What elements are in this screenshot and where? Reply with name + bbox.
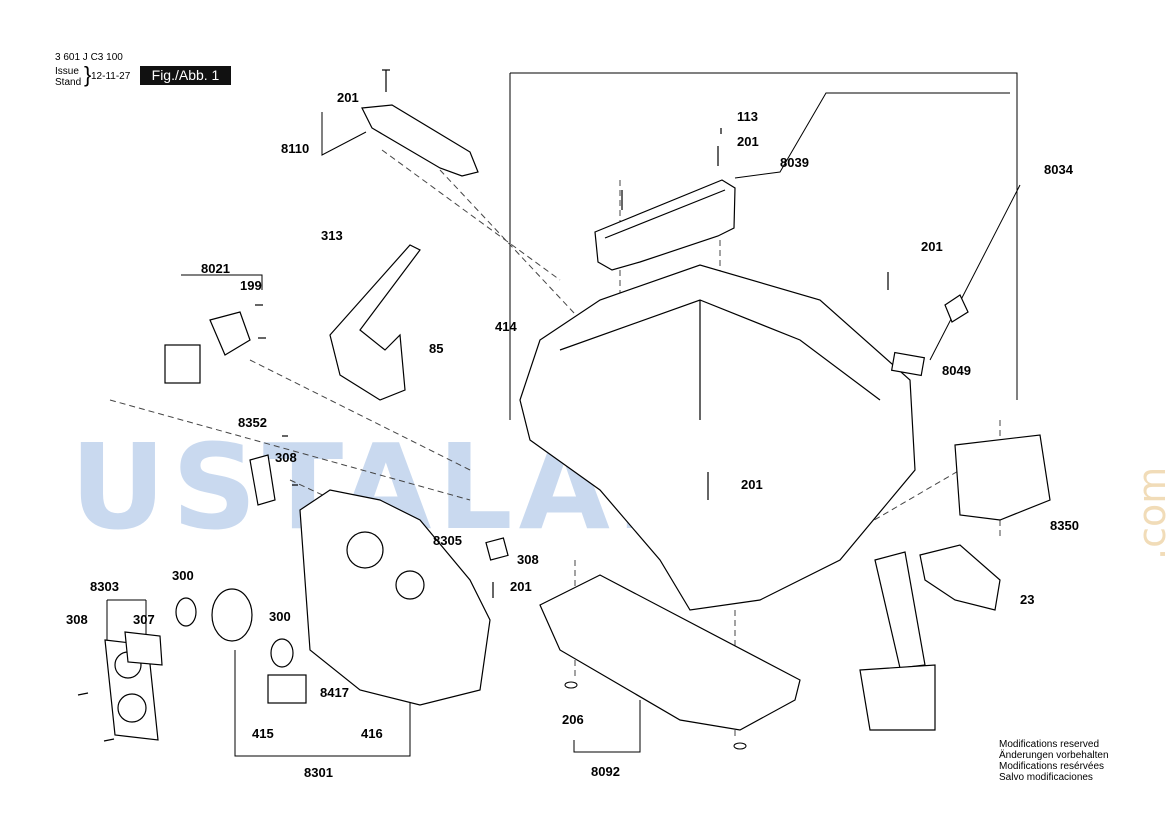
- bracket-8352: [249, 454, 276, 506]
- label-8092: 8092: [591, 764, 620, 779]
- part-8350: [954, 434, 1051, 521]
- leader-8034: [929, 184, 1021, 361]
- label-8110: 8110: [281, 141, 309, 156]
- label-201-c: 201: [921, 239, 943, 254]
- label-8303: 8303: [90, 579, 119, 594]
- label-415: 415: [252, 726, 274, 741]
- note-fr: Modifications resérvées: [999, 761, 1105, 772]
- label-8034: 8034: [1044, 162, 1074, 177]
- plate-307: [124, 631, 163, 666]
- issue-label: Issue: [55, 66, 79, 77]
- leader-8303-bracket: [106, 599, 147, 640]
- issue-date: 12-11-27: [91, 71, 131, 82]
- block-8021: [164, 344, 201, 384]
- leader-8110: [321, 112, 367, 156]
- label-201-e: 201: [510, 579, 532, 594]
- label-416: 416: [361, 726, 383, 741]
- note-it: Salvo modificaciones: [999, 772, 1093, 783]
- label-313: 313: [321, 228, 343, 243]
- knob-416: [211, 588, 253, 642]
- label-113: 113: [737, 109, 758, 124]
- label-8021: 8021: [201, 261, 230, 276]
- label-23: 23: [1020, 592, 1034, 607]
- label-308-c: 308: [66, 612, 88, 627]
- label-8350: 8350: [1050, 518, 1079, 533]
- label-8301: 8301: [304, 765, 333, 780]
- label-206: 206: [562, 712, 584, 727]
- label-8049: [890, 351, 926, 377]
- strap: [874, 551, 926, 669]
- doc-number: 3 601 J C3 100: [55, 52, 123, 63]
- label-8417: 8417: [320, 685, 349, 700]
- hook-85: [329, 244, 421, 401]
- label-199: 199: [240, 278, 262, 293]
- label-300-a: 300: [172, 568, 194, 583]
- label-307: 307: [133, 612, 155, 627]
- label-201-d: 201: [741, 477, 763, 492]
- frame-8034-line: [510, 72, 1018, 400]
- stand-label: Stand: [55, 77, 82, 88]
- leader-8092-bracket: [573, 700, 641, 753]
- label-201-b: 201: [737, 134, 759, 149]
- cap-300-b: [270, 638, 294, 668]
- handle-8110: [361, 104, 479, 177]
- label-8417: [267, 674, 307, 704]
- side-cover-8301: [299, 489, 491, 706]
- note-de: Änderungen vorbehalten: [999, 750, 1109, 761]
- figure-label: Fig./Abb. 1: [140, 66, 231, 85]
- strap-foot: [859, 664, 936, 731]
- label-308-a: 308: [275, 450, 297, 465]
- label-8305: 8305: [433, 533, 462, 548]
- leader-8301-bracket: [234, 650, 411, 757]
- part-8305: [485, 537, 509, 561]
- handle-8039: [594, 179, 736, 271]
- label-8049: 8049: [942, 363, 971, 378]
- leader-8039: [734, 92, 1010, 179]
- bracket-23: [919, 544, 1001, 611]
- cap-300-a: [175, 597, 197, 627]
- header-brace: }: [84, 62, 92, 87]
- label-8039: 8039: [780, 155, 809, 170]
- label-308-b: 308: [517, 552, 539, 567]
- label-414: 414: [495, 319, 517, 334]
- note-en: Modifications reserved: [999, 739, 1100, 750]
- leader-8021-bracket: [181, 274, 263, 290]
- label-8352: 8352: [238, 415, 267, 430]
- base-8092: [539, 574, 801, 731]
- label-85: 85: [429, 341, 443, 356]
- label-201-a: 201: [337, 90, 359, 105]
- label-300-b: 300: [269, 609, 291, 624]
